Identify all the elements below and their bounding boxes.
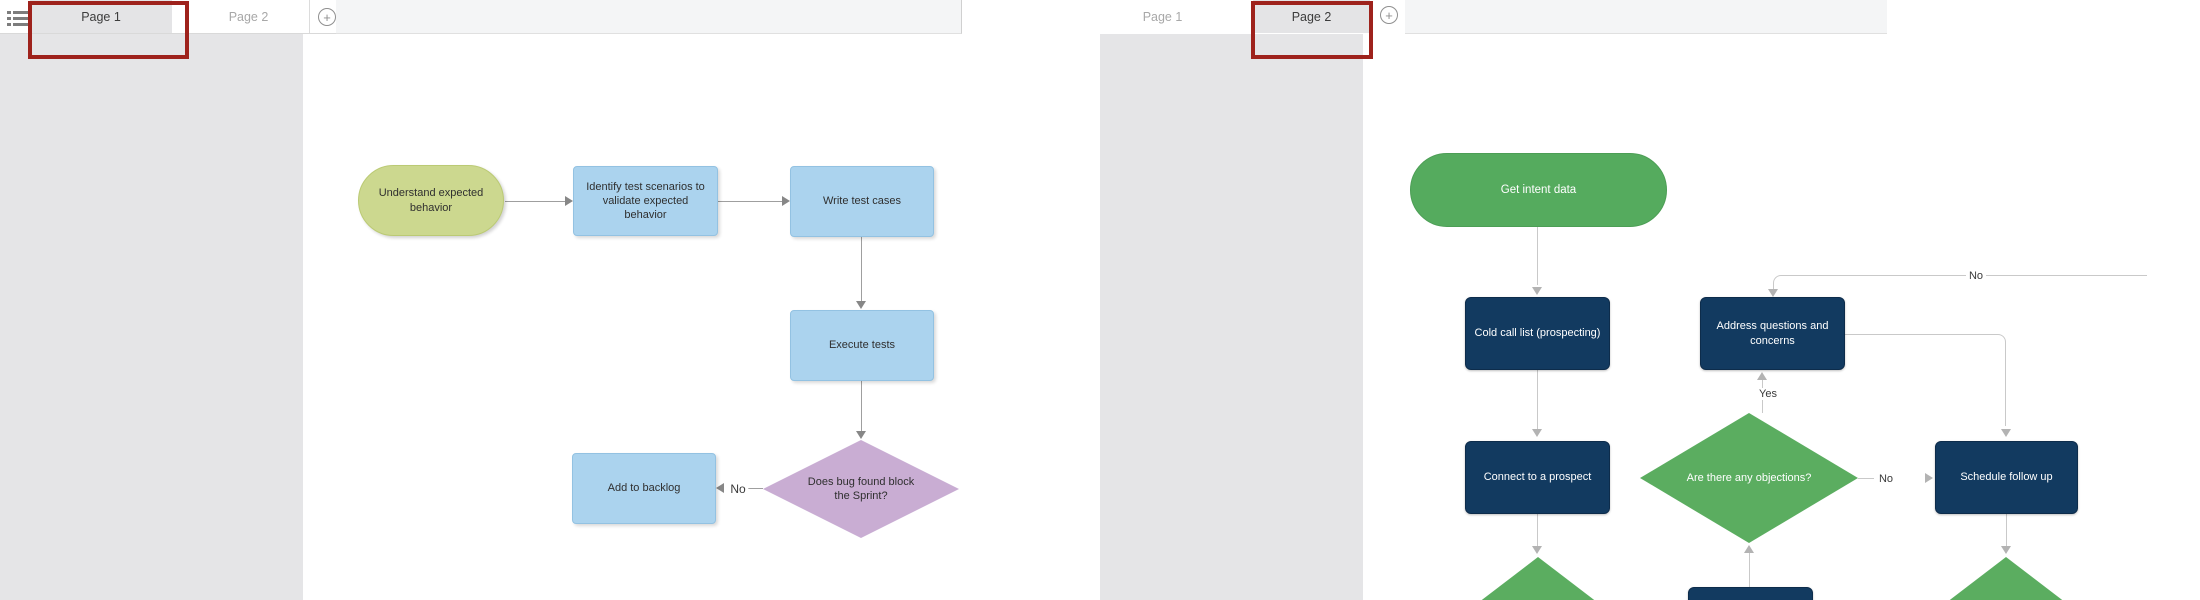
arrowhead-right-icon xyxy=(782,196,790,206)
left-empty-tab-strip xyxy=(336,0,962,34)
node-execute-tests[interactable]: Execute tests xyxy=(790,310,934,381)
node-cold-call-list[interactable]: Cold call list (prospecting) xyxy=(1465,297,1610,370)
node-understand-expected-behavior[interactable]: Understand expected behavior xyxy=(358,165,504,236)
node-partial-bottom-center[interactable] xyxy=(1688,587,1813,600)
edge-label-no-top: No xyxy=(1965,270,1987,282)
connector-line xyxy=(1749,552,1750,587)
arrowhead-down-icon xyxy=(856,431,866,439)
node-label: Add to backlog xyxy=(607,482,681,495)
list-icon-bar xyxy=(13,17,28,20)
connector-elbow xyxy=(1845,334,2006,426)
node-label: Address questions and concerns xyxy=(1716,320,1829,347)
connector-line xyxy=(1537,370,1538,429)
connector-line xyxy=(718,201,782,202)
connector-line xyxy=(2006,514,2007,546)
connector-line xyxy=(505,201,565,202)
tab-label: Page 2 xyxy=(228,9,269,24)
list-icon-dot xyxy=(7,11,11,14)
node-decision-partial-bottom-left[interactable] xyxy=(1453,557,1623,600)
node-label: Connect to a prospect xyxy=(1483,471,1592,484)
pages-list-icon[interactable] xyxy=(7,11,29,26)
right-empty-tab-strip xyxy=(1405,0,1887,34)
node-identify-test-scenarios[interactable]: Identify test scenarios to validate expe… xyxy=(573,166,718,236)
arrowhead-down-icon xyxy=(1532,287,1542,295)
connector-line xyxy=(748,488,763,489)
connector-line xyxy=(1858,478,1874,479)
connector-line xyxy=(1537,514,1538,546)
list-icon-bar xyxy=(13,11,28,14)
node-label: Schedule follow up xyxy=(1960,471,2053,484)
tab-label: Page 2 xyxy=(1291,9,1332,24)
arrowhead-down-icon xyxy=(2001,429,2011,437)
plus-glyph: + xyxy=(323,9,331,25)
plus-glyph: + xyxy=(1385,7,1393,23)
node-label: Understand expected behavior xyxy=(378,187,484,214)
node-schedule-follow-up[interactable]: Schedule follow up xyxy=(1935,441,2078,514)
arrowhead-down-icon xyxy=(1768,289,1778,297)
list-icon-row xyxy=(7,17,29,20)
arrowhead-down-icon xyxy=(1532,546,1542,554)
list-icon-row xyxy=(7,11,29,14)
connector-line xyxy=(861,237,862,301)
list-icon-dot xyxy=(7,23,11,26)
right-canvas-gray-background xyxy=(1100,34,1363,600)
connector-line xyxy=(1537,227,1538,285)
list-icon-dot xyxy=(7,17,11,20)
arrowhead-right-icon xyxy=(565,196,573,206)
left-canvas-gray-background xyxy=(0,34,303,600)
arrowhead-down-icon xyxy=(2001,546,2011,554)
arrowhead-down-icon xyxy=(1532,429,1542,437)
left-tab-page-1[interactable]: Page 1 xyxy=(30,0,172,33)
node-label: Get intent data xyxy=(1500,183,1577,196)
node-connect-to-prospect[interactable]: Connect to a prospect xyxy=(1465,441,1610,514)
connector-elbow xyxy=(1773,275,2147,291)
node-label: Execute tests xyxy=(828,339,896,352)
node-label: Identify test scenarios to validate expe… xyxy=(586,180,705,222)
arrowhead-right-icon xyxy=(1925,473,1933,483)
right-active-tab-highlight-annotation xyxy=(1251,1,1373,59)
node-label: Does bug found block the Sprint? xyxy=(807,475,915,502)
node-label: Cold call list (prospecting) xyxy=(1474,327,1601,340)
edge-label-no: No xyxy=(1875,473,1897,485)
node-label: Are there any objections? xyxy=(1686,471,1812,484)
node-decision-partial-bottom-right[interactable] xyxy=(1921,557,2091,600)
arrowhead-left-icon xyxy=(716,483,724,493)
tab-label: Page 1 xyxy=(1142,9,1183,24)
node-add-to-backlog[interactable]: Add to backlog xyxy=(572,453,716,524)
right-tab-page-2[interactable]: Page 2 xyxy=(1253,0,1370,33)
right-tab-page-1[interactable]: Page 1 xyxy=(1090,0,1235,33)
left-add-page-button plus-icon[interactable]: + xyxy=(318,8,336,26)
node-get-intent-data[interactable]: Get intent data xyxy=(1410,153,1667,227)
node-write-test-cases[interactable]: Write test cases xyxy=(790,166,934,237)
arrowhead-up-icon xyxy=(1744,545,1754,553)
left-tab-page-2[interactable]: Page 2 xyxy=(188,0,310,33)
tab-label: Page 1 xyxy=(81,9,121,24)
node-decision-bug-blocks-sprint[interactable]: Does bug found block the Sprint? xyxy=(763,440,959,538)
arrowhead-up-icon xyxy=(1757,372,1767,380)
left-active-tab-highlight-annotation xyxy=(28,1,189,59)
edge-label-no: No xyxy=(727,482,749,496)
arrowhead-down-icon xyxy=(856,301,866,309)
right-add-page-button plus-icon[interactable]: + xyxy=(1380,6,1398,24)
edge-label-yes: Yes xyxy=(1756,388,1780,400)
list-icon-row xyxy=(7,23,29,26)
connector-line xyxy=(861,381,862,431)
node-address-questions[interactable]: Address questions and concerns xyxy=(1700,297,1845,370)
list-icon-bar xyxy=(13,23,28,26)
node-decision-any-objections[interactable]: Are there any objections? xyxy=(1640,413,1858,543)
node-label: Write test cases xyxy=(822,195,902,208)
